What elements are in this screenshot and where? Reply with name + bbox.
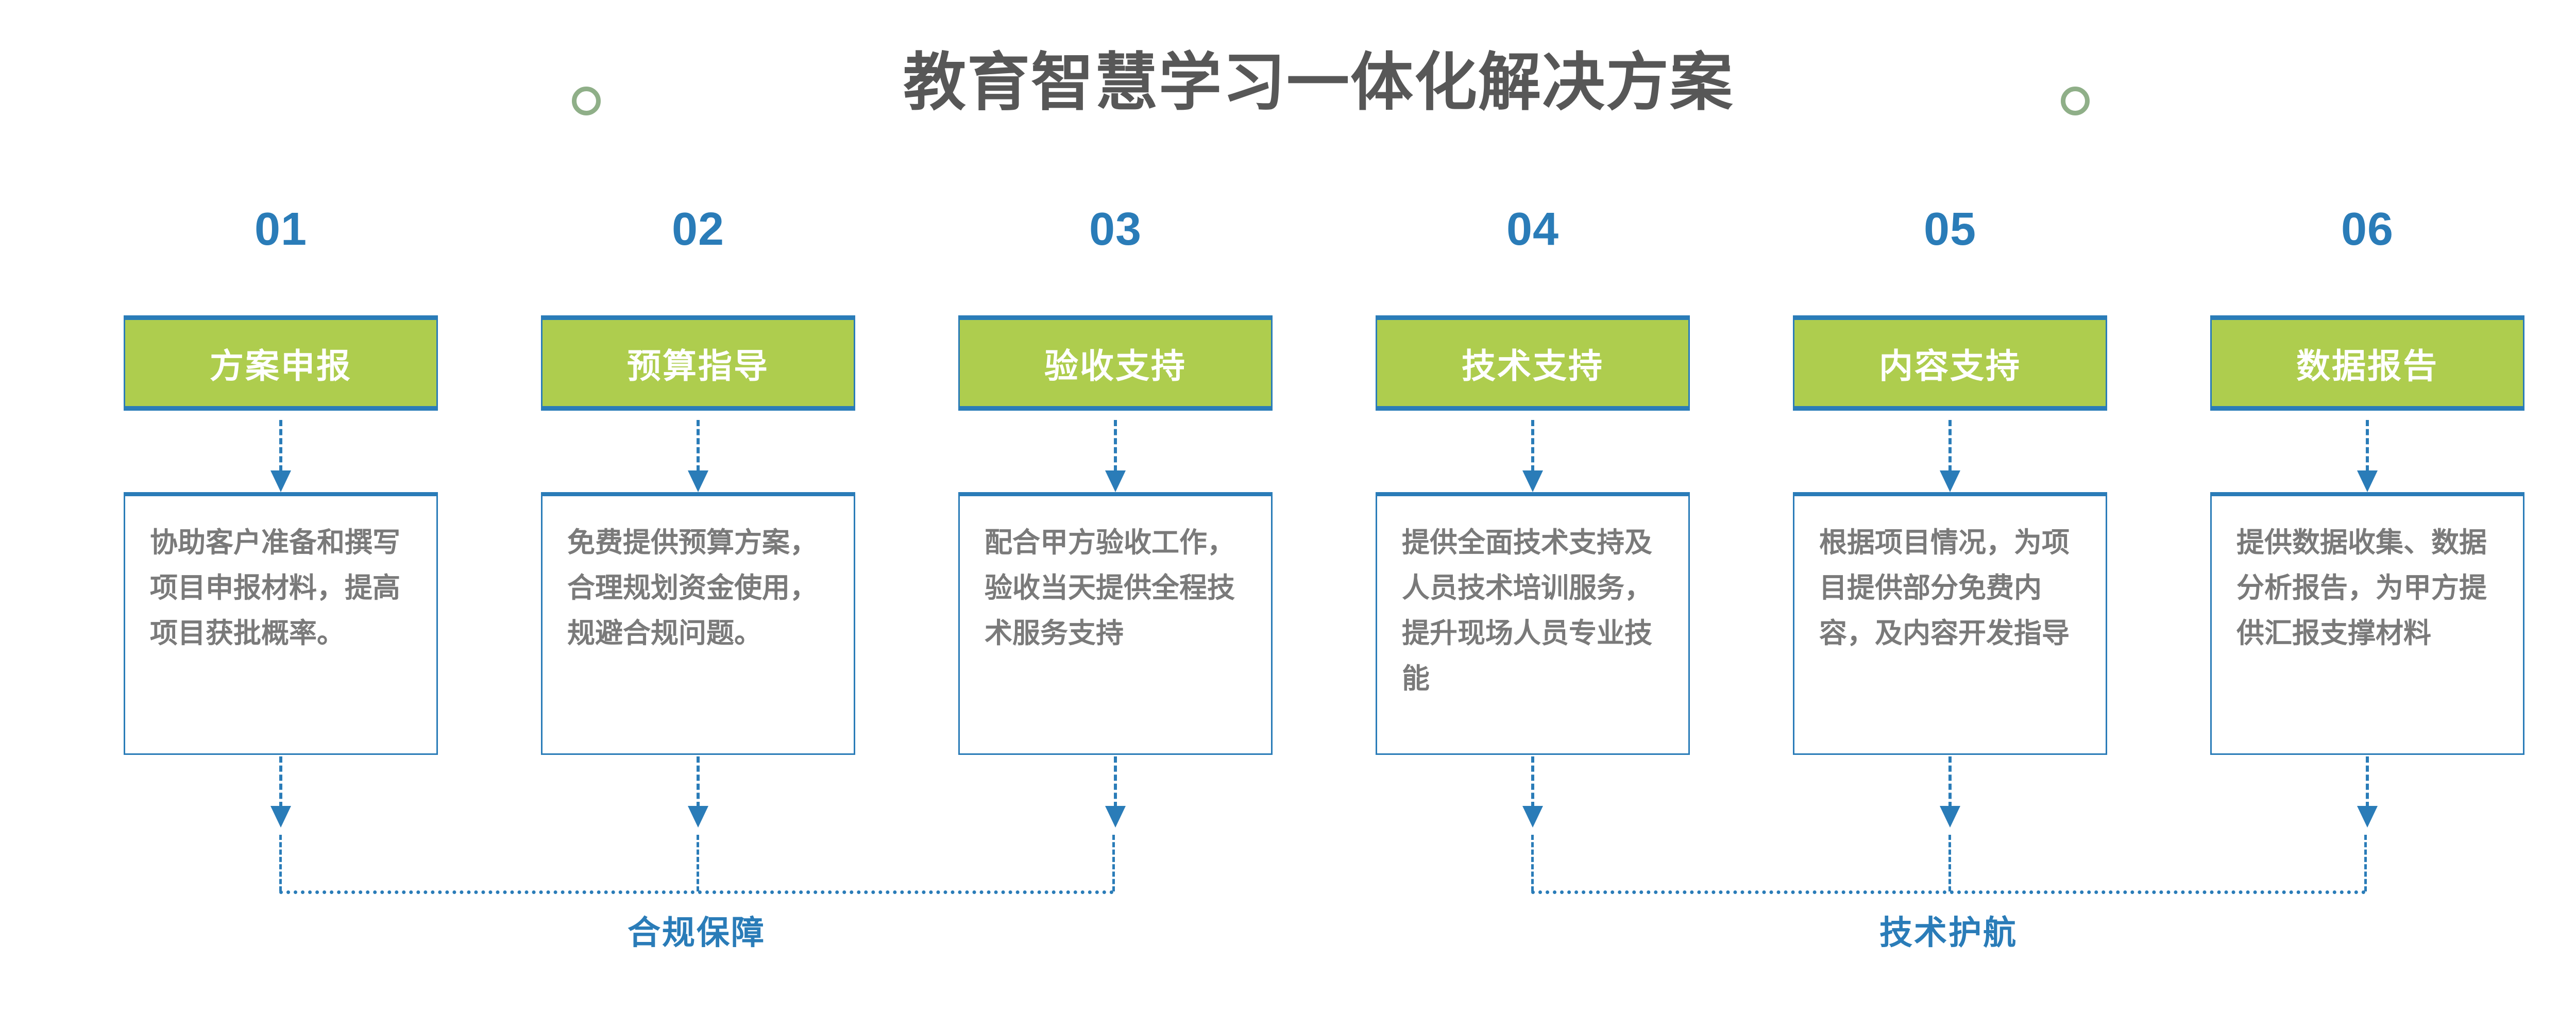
step-header-box-5[interactable]: 内容支持 bbox=[1793, 315, 2107, 411]
step-header-box-6[interactable]: 数据报告 bbox=[2210, 315, 2524, 411]
step-number-4: 04 bbox=[1506, 204, 1560, 255]
step-description-box-4[interactable]: 提供全面技术支持及人员技术培训服务，提升现场人员专业技能 bbox=[1376, 492, 1690, 755]
step-header-box-1[interactable]: 方案申报 bbox=[124, 315, 438, 411]
connector-arrow-down-1b bbox=[270, 756, 291, 831]
step-header-label-6: 数据报告 bbox=[2296, 346, 2438, 385]
connector-arrow-down-4b bbox=[1522, 756, 1543, 831]
group-bracket-1: 合规保障 bbox=[279, 835, 1115, 1000]
title-row: 教育智慧学习一体化解决方案 bbox=[0, 41, 2576, 139]
connector-arrow-down-5a bbox=[1940, 420, 1960, 492]
circle-outline-icon-left bbox=[572, 87, 601, 115]
connector-arrow-down-5b bbox=[1940, 756, 1960, 831]
bracket-stem-2c bbox=[2364, 835, 2367, 891]
bracket-stem-2a bbox=[1531, 835, 1534, 891]
step-description-text-6: 提供数据收集、数据分析报告，为甲方提供汇报支撑材料 bbox=[2236, 527, 2487, 649]
connector-arrow-down-2b bbox=[688, 756, 708, 831]
connector-arrow-down-3a bbox=[1105, 420, 1126, 492]
step-header-label-5: 内容支持 bbox=[1879, 346, 2021, 385]
step-header-box-4[interactable]: 技术支持 bbox=[1376, 315, 1690, 411]
connector-arrow-down-1a bbox=[270, 420, 291, 492]
step-description-text-2: 免费提供预算方案，合理规划资金使用，规避合规问题。 bbox=[567, 527, 818, 649]
bracket-stem-1c bbox=[1112, 835, 1115, 891]
bracket-rail-1 bbox=[279, 890, 1114, 894]
connector-arrow-down-2a bbox=[688, 420, 708, 492]
bracket-stem-1b bbox=[697, 835, 699, 891]
connector-arrow-down-3b bbox=[1105, 756, 1126, 831]
step-description-text-3: 配合甲方验收工作，验收当天提供全程技术服务支持 bbox=[985, 527, 1235, 649]
step-header-label-1: 方案申报 bbox=[210, 346, 352, 385]
bracket-stem-1a bbox=[279, 835, 282, 891]
bracket-stem-2b bbox=[1948, 835, 1951, 891]
group-bracket-2: 技术护航 bbox=[1531, 835, 2367, 1000]
circle-outline-icon-right bbox=[2061, 87, 2090, 115]
step-number-2: 02 bbox=[671, 204, 725, 255]
step-header-label-4: 技术支持 bbox=[1462, 346, 1604, 385]
step-description-box-1[interactable]: 协助客户准备和撰写项目申报材料，提高项目获批概率。 bbox=[124, 492, 438, 755]
step-header-label-2: 预算指导 bbox=[627, 346, 769, 385]
step-number-5: 05 bbox=[1923, 204, 1977, 255]
step-description-text-1: 协助客户准备和撰写项目申报材料，提高项目获批概率。 bbox=[150, 527, 400, 649]
page-title: 教育智慧学习一体化解决方案 bbox=[903, 47, 1734, 117]
step-description-text-4: 提供全面技术支持及人员技术培训服务，提升现场人员专业技能 bbox=[1402, 527, 1652, 694]
group-label-1: 合规保障 bbox=[628, 914, 766, 951]
step-header-box-2[interactable]: 预算指导 bbox=[541, 315, 855, 411]
step-header-box-3[interactable]: 验收支持 bbox=[958, 315, 1273, 411]
connector-arrow-down-4a bbox=[1522, 420, 1543, 492]
step-header-label-3: 验收支持 bbox=[1044, 346, 1187, 385]
step-description-box-3[interactable]: 配合甲方验收工作，验收当天提供全程技术服务支持 bbox=[958, 492, 1273, 755]
step-description-box-6[interactable]: 提供数据收集、数据分析报告，为甲方提供汇报支撑材料 bbox=[2210, 492, 2524, 755]
step-description-box-2[interactable]: 免费提供预算方案，合理规划资金使用，规避合规问题。 bbox=[541, 492, 855, 755]
connector-arrow-down-6a bbox=[2357, 420, 2378, 492]
bracket-rail-2 bbox=[1531, 890, 2366, 894]
step-description-text-5: 根据项目情况，为项目提供部分免费内容，及内容开发指导 bbox=[1819, 527, 2070, 649]
connector-arrow-down-6b bbox=[2357, 756, 2378, 831]
step-number-1: 01 bbox=[254, 204, 308, 255]
step-description-box-5[interactable]: 根据项目情况，为项目提供部分免费内容，及内容开发指导 bbox=[1793, 492, 2107, 755]
step-number-3: 03 bbox=[1089, 204, 1142, 255]
group-label-2: 技术护航 bbox=[1879, 914, 2018, 951]
step-number-6: 06 bbox=[2341, 204, 2394, 255]
